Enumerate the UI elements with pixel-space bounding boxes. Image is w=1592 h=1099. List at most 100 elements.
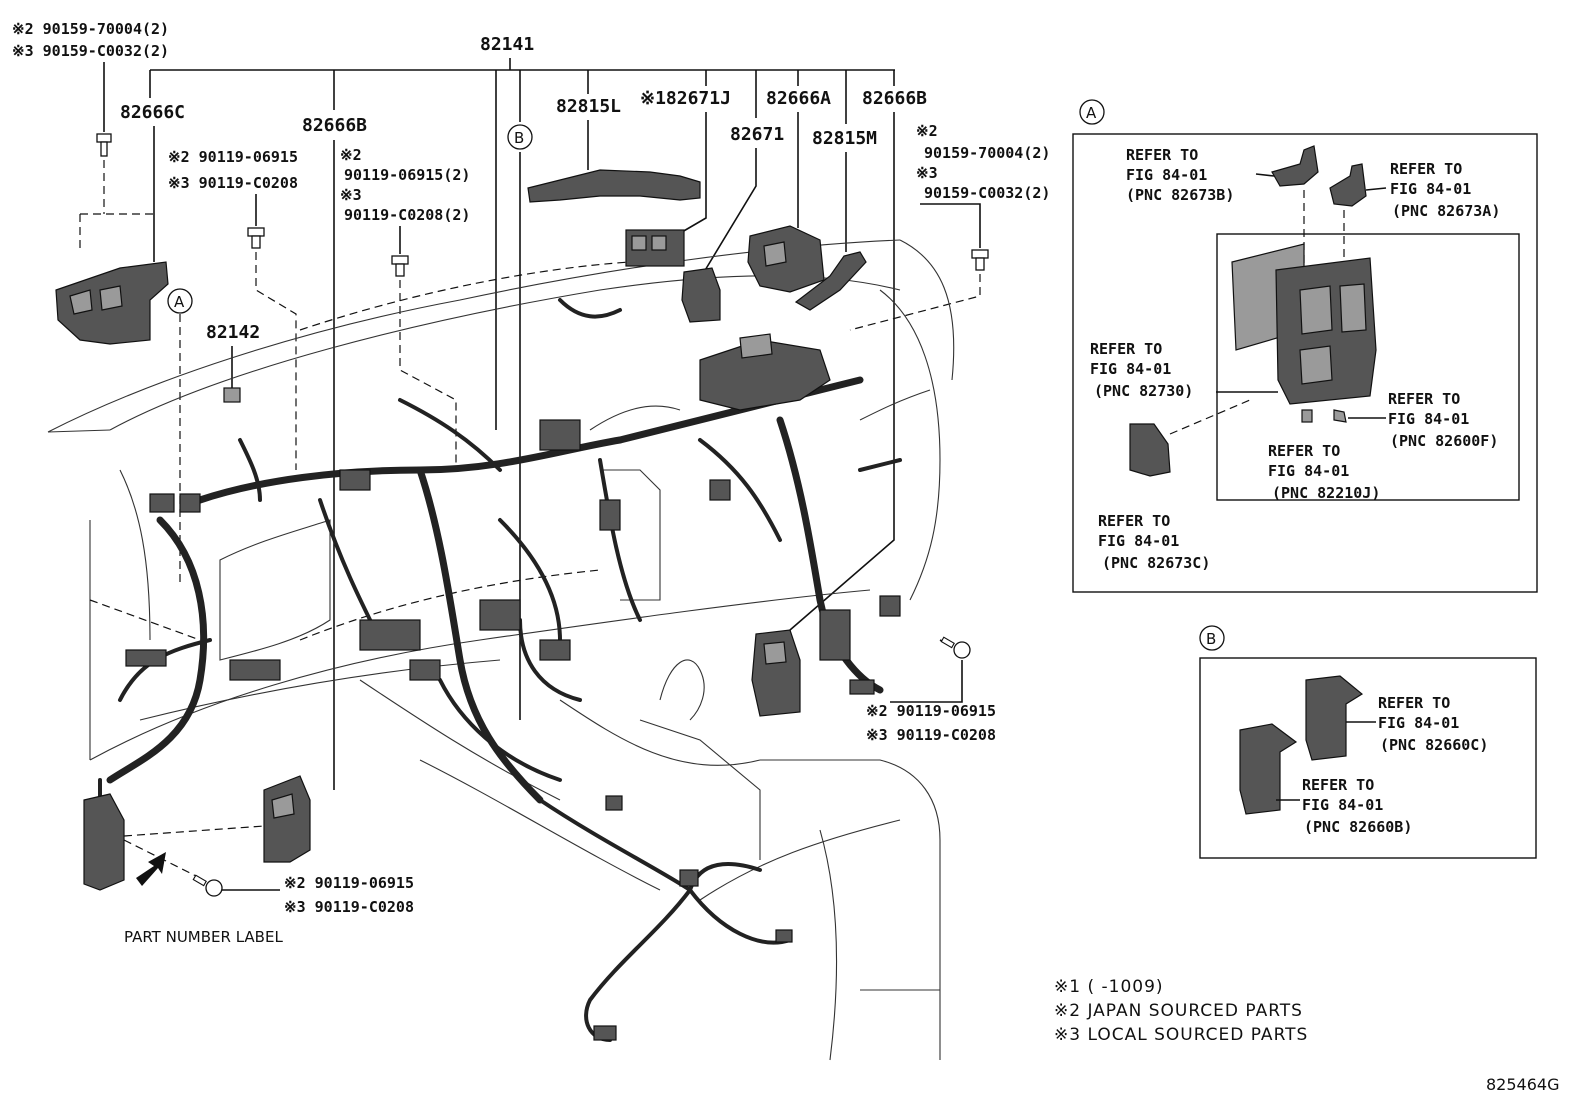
legend-note-1: ※1 ( -1009): [1054, 977, 1164, 997]
junction-block-82666B-left: [263, 775, 311, 863]
ref-text: FIG 84-01: [1302, 796, 1383, 814]
ref-text: REFER TO: [1098, 512, 1170, 530]
leader-line: [255, 252, 297, 470]
bolt-callout-2-line-3: ※3: [340, 186, 362, 204]
bolt-callout-3-line-1: ※2: [916, 122, 938, 140]
bolt-callout-4-line-2: ※3 90119-C0208: [866, 726, 996, 744]
bolt-callout-3-line-2: 90159-70004(2): [924, 144, 1050, 162]
bolt-icon: [192, 874, 223, 897]
ref-text: (PNC 82673C): [1102, 554, 1210, 572]
leader-line: [890, 660, 963, 703]
bolt-icon: [247, 227, 265, 249]
figure-code: 825464G: [1486, 1075, 1559, 1094]
bolt-callout-3-line-3: ※3: [916, 164, 938, 182]
ref-text: (PNC 82210J): [1272, 484, 1380, 502]
inset-b-marker: [1199, 625, 1225, 651]
connector-82815L: [527, 169, 701, 203]
ref-text: FIG 84-01: [1378, 714, 1459, 732]
part-number-82666A: 82666A: [766, 88, 831, 109]
circle-marker-b-label: B: [514, 129, 524, 147]
top-left-bolt-note-2: ※3 90159-C0032(2): [12, 42, 169, 60]
ref-text: (PNC 82660C): [1380, 736, 1488, 754]
arrow-icon: [136, 852, 166, 886]
ref-text: REFER TO: [1378, 694, 1450, 712]
inset-b-ref-82660B: REFER TO FIG 84-01 (PNC 82660B): [1302, 776, 1412, 836]
connector-82142: [223, 387, 241, 403]
bolt-callout-3-line-4: 90159-C0032(2): [924, 184, 1050, 202]
inset-a-marker-label: A: [1086, 104, 1097, 122]
part-number-82141: 82141: [480, 34, 534, 55]
bolt-callout-2-line-1: ※2: [340, 146, 362, 164]
ref-text: (PNC 82673A): [1392, 202, 1500, 220]
part-number-82666B-right: 82666B: [862, 88, 927, 109]
inset-a-illustration: [1129, 145, 1387, 477]
part-number-82815M: 82815M: [812, 128, 877, 149]
ref-text: FIG 84-01: [1390, 180, 1471, 198]
ref-text: FIG 84-01: [1098, 532, 1179, 550]
relay-82671J: [625, 229, 685, 267]
bolt-icon: [96, 133, 112, 157]
leader-line: [123, 825, 265, 837]
bracket-82815M: [794, 251, 867, 311]
junction-block-lower-left: [83, 793, 125, 891]
ref-text: REFER TO: [1268, 442, 1340, 460]
part-number-82142: 82142: [206, 322, 260, 343]
inset-a-ref-82673B: REFER TO FIG 84-01 (PNC 82673B): [1126, 146, 1234, 204]
bolt-icon: [971, 249, 989, 271]
leader-line: [399, 280, 457, 470]
junction-block-center: [699, 333, 831, 411]
ref-text: REFER TO: [1090, 340, 1162, 358]
inset-b-ref-82660C: REFER TO FIG 84-01 (PNC 82660C): [1378, 694, 1488, 754]
part-number-82671: 82671: [730, 124, 784, 145]
inset-a-frame: [1072, 133, 1538, 593]
leader-line: [789, 112, 895, 631]
ref-text: REFER TO: [1388, 390, 1460, 408]
bolt-callout-2-line-2: 90119-06915(2): [344, 166, 470, 184]
bolt-callout-5-line-2: ※3 90119-C0208: [284, 898, 414, 916]
ref-text: (PNC 82660B): [1304, 818, 1412, 836]
inset-a-ref-82673A: REFER TO FIG 84-01 (PNC 82673A): [1390, 160, 1500, 220]
part-number-label-text: PART NUMBER LABEL: [124, 928, 283, 946]
bolt-callout-5-line-1: ※2 90119-06915: [284, 874, 414, 892]
connectors-cluster: [125, 419, 901, 1041]
inset-a-inner-frame: [1216, 233, 1520, 501]
legend-note-3: ※3 LOCAL SOURCED PARTS: [1054, 1025, 1308, 1045]
ref-text: REFER TO: [1126, 146, 1198, 164]
part-number-82666B-left: 82666B: [302, 115, 367, 136]
inset-b-marker-label: B: [1206, 630, 1216, 648]
top-left-bolt-note-1: ※2 90159-70004(2): [12, 20, 169, 38]
leader-line: [681, 112, 707, 233]
part-number-82671J: ※182671J: [640, 88, 731, 109]
relay-82671: [681, 267, 721, 323]
circle-marker-a-label: A: [174, 293, 185, 311]
inset-b-illustration: [1239, 675, 1376, 815]
ref-text: REFER TO: [1302, 776, 1374, 794]
bolt-icon: [940, 636, 971, 659]
part-number-82666C: 82666C: [120, 102, 185, 123]
leader-line: [849, 274, 981, 331]
ref-text: (PNC 82730): [1094, 382, 1193, 400]
ref-text: REFER TO: [1390, 160, 1462, 178]
inset-a-ref-82210J: REFER TO FIG 84-01 (PNC 82210J): [1268, 442, 1380, 502]
circle-marker-b: [507, 124, 533, 150]
circle-marker-a: [167, 288, 193, 314]
inset-a-ref-82600F: REFER TO FIG 84-01 (PNC 82600F): [1388, 390, 1498, 450]
bolt-icon: [391, 255, 409, 277]
ref-text: (PNC 82600F): [1390, 432, 1498, 450]
ref-text: FIG 84-01: [1090, 360, 1171, 378]
ref-text: FIG 84-01: [1388, 410, 1469, 428]
inset-a-ref-82730: REFER TO FIG 84-01 (PNC 82730): [1090, 340, 1193, 400]
inset-a-marker: [1079, 99, 1105, 125]
legend-note-2: ※2 JAPAN SOURCED PARTS: [1054, 1001, 1303, 1021]
leader-line: [920, 203, 981, 248]
ref-text: (PNC 82673B): [1126, 186, 1234, 204]
inset-b-frame: [1199, 657, 1537, 859]
bolt-callout-1-line-2: ※3 90119-C0208: [168, 174, 298, 192]
bolt-callout-1-line-1: ※2 90119-06915: [168, 148, 298, 166]
part-number-82815L: 82815L: [556, 96, 621, 117]
junction-block-82666C: [55, 261, 169, 345]
ref-text: FIG 84-01: [1126, 166, 1207, 184]
leader-line: [703, 148, 757, 273]
junction-block-82666A: [747, 225, 825, 293]
